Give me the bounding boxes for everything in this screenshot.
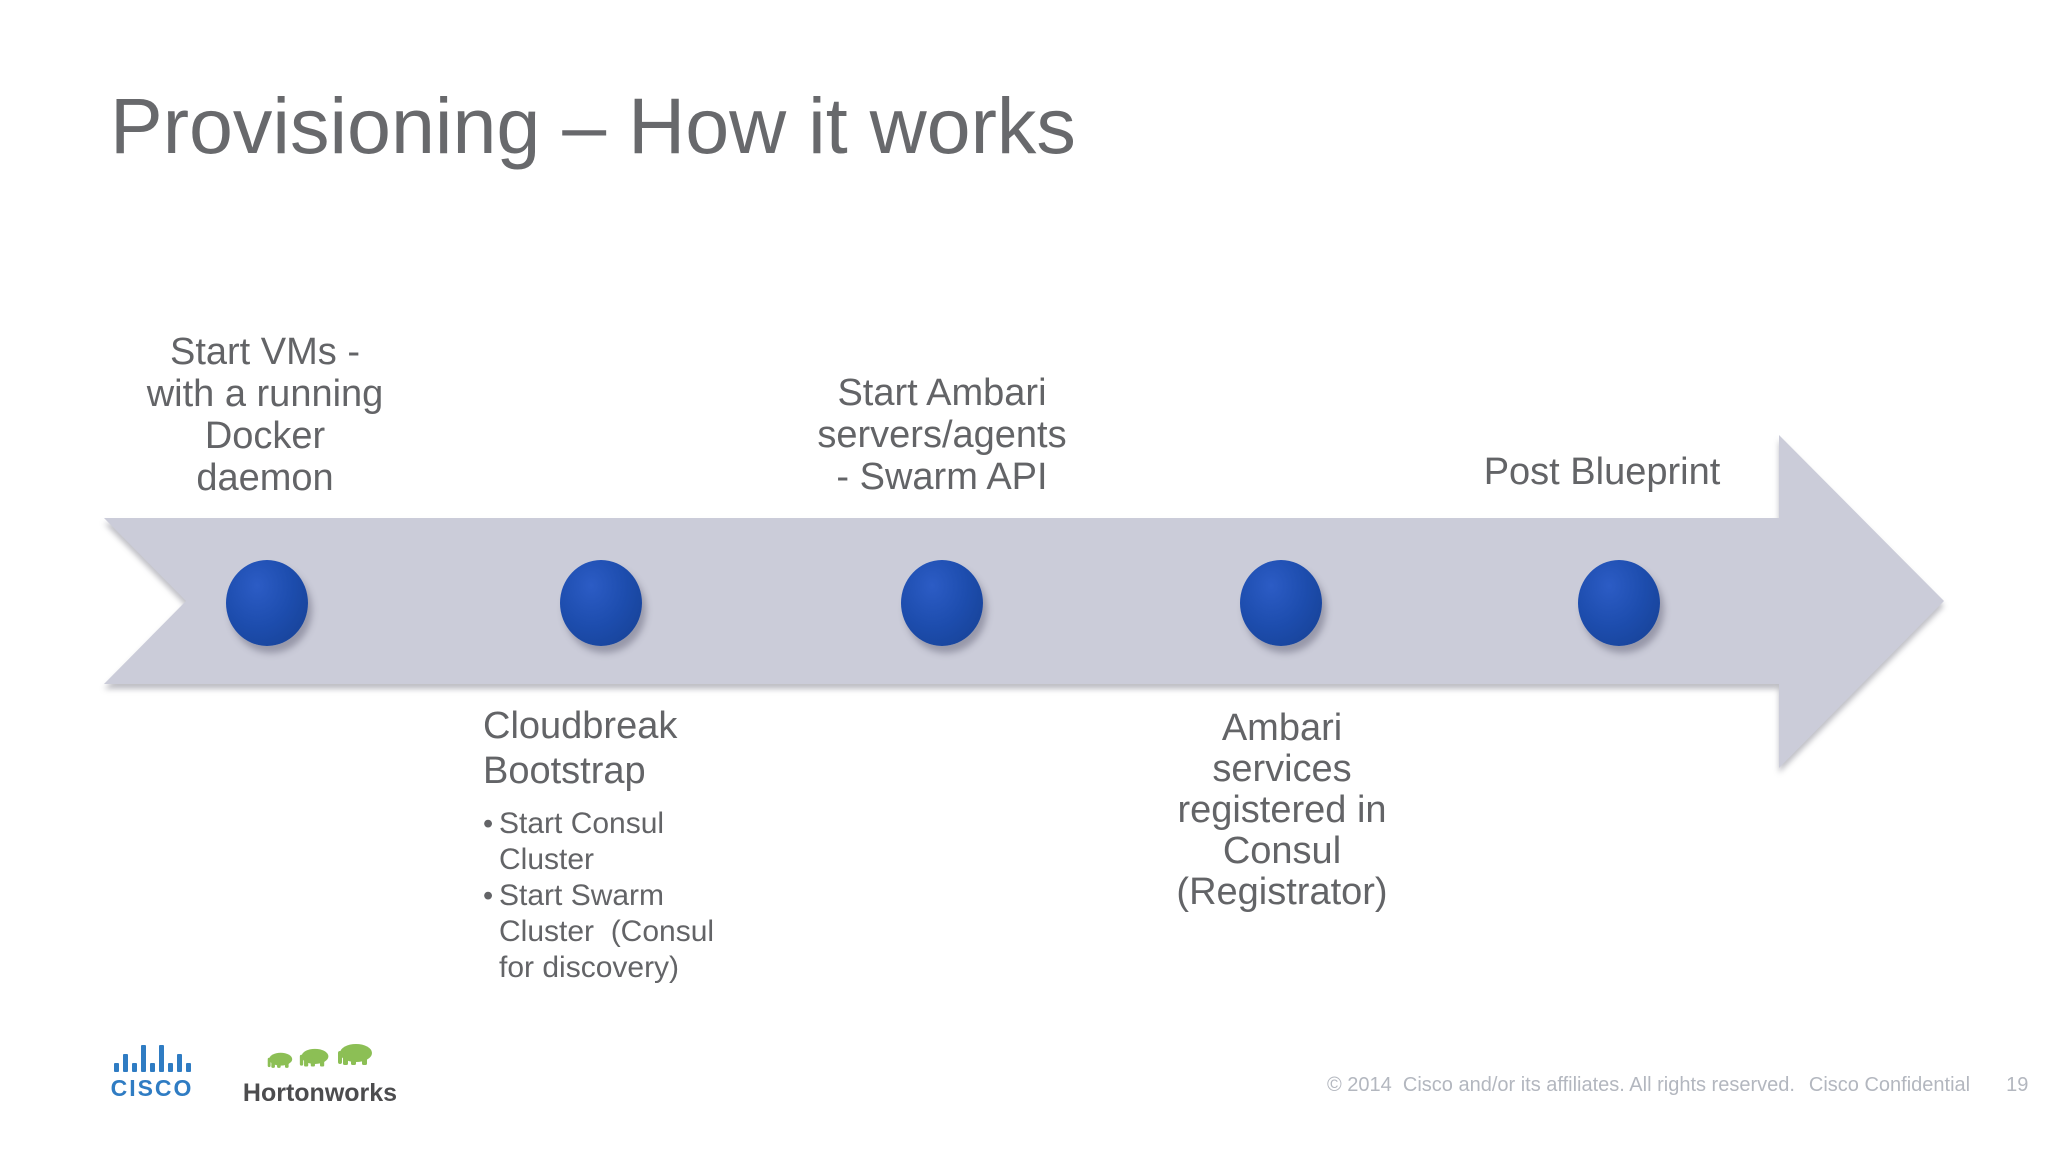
footer: © 2014 Cisco and/or its affiliates. All … — [1327, 1074, 2028, 1097]
bullet-marker: • — [483, 880, 494, 912]
page-number: 19 — [2006, 1074, 2029, 1096]
step-label-ambari-services: Ambari services registered in Consul (Re… — [1176, 707, 1388, 913]
step-dot-1 — [226, 560, 308, 646]
cisco-bars-icon — [108, 1044, 196, 1072]
footer-confidential: Cisco Confidential — [1808, 1074, 1971, 1096]
step-dot-4 — [1240, 560, 1322, 646]
bullet-item: • Start Consul Cluster — [483, 806, 813, 878]
cloudbreak-heading: Cloudbreak Bootstrap — [483, 705, 678, 792]
cisco-logo-text: CISCO — [110, 1075, 194, 1101]
hortonworks-logo: Hortonworks — [240, 1040, 400, 1108]
step-label-start-vms: Start VMs - with a running Docker daemon — [146, 331, 384, 499]
cisco-logo: CISCO — [108, 1044, 196, 1102]
step-dot-5 — [1578, 560, 1660, 646]
bullet-marker: • — [483, 808, 494, 840]
page-title: Provisioning – How it works — [110, 80, 1076, 170]
step-label-start-ambari: Start Ambari servers/agents - Swarm API — [817, 372, 1067, 498]
bullet-text: Start Consul Cluster — [499, 807, 665, 876]
step-label-post-blueprint: Post Blueprint — [1483, 451, 1721, 493]
hortonworks-logo-text: Hortonworks — [242, 1079, 398, 1107]
step-dot-2 — [560, 560, 642, 646]
footer-copyright: © 2014 Cisco and/or its affiliates. All … — [1327, 1074, 1795, 1096]
cloudbreak-bullet-list: • Start Consul Cluster • Start Swarm Clu… — [483, 806, 813, 986]
bullet-text: Start Swarm Cluster (Consul for discover… — [499, 879, 715, 984]
hortonworks-elephants-icon — [267, 1044, 372, 1068]
step-dot-3 — [901, 560, 983, 646]
arrow-shape-icon — [104, 435, 1944, 768]
bullet-item: • Start Swarm Cluster (Consul for discov… — [483, 878, 813, 986]
step-label-cloudbreak-bootstrap: Cloudbreak Bootstrap • Start Consul Clus… — [483, 704, 813, 986]
